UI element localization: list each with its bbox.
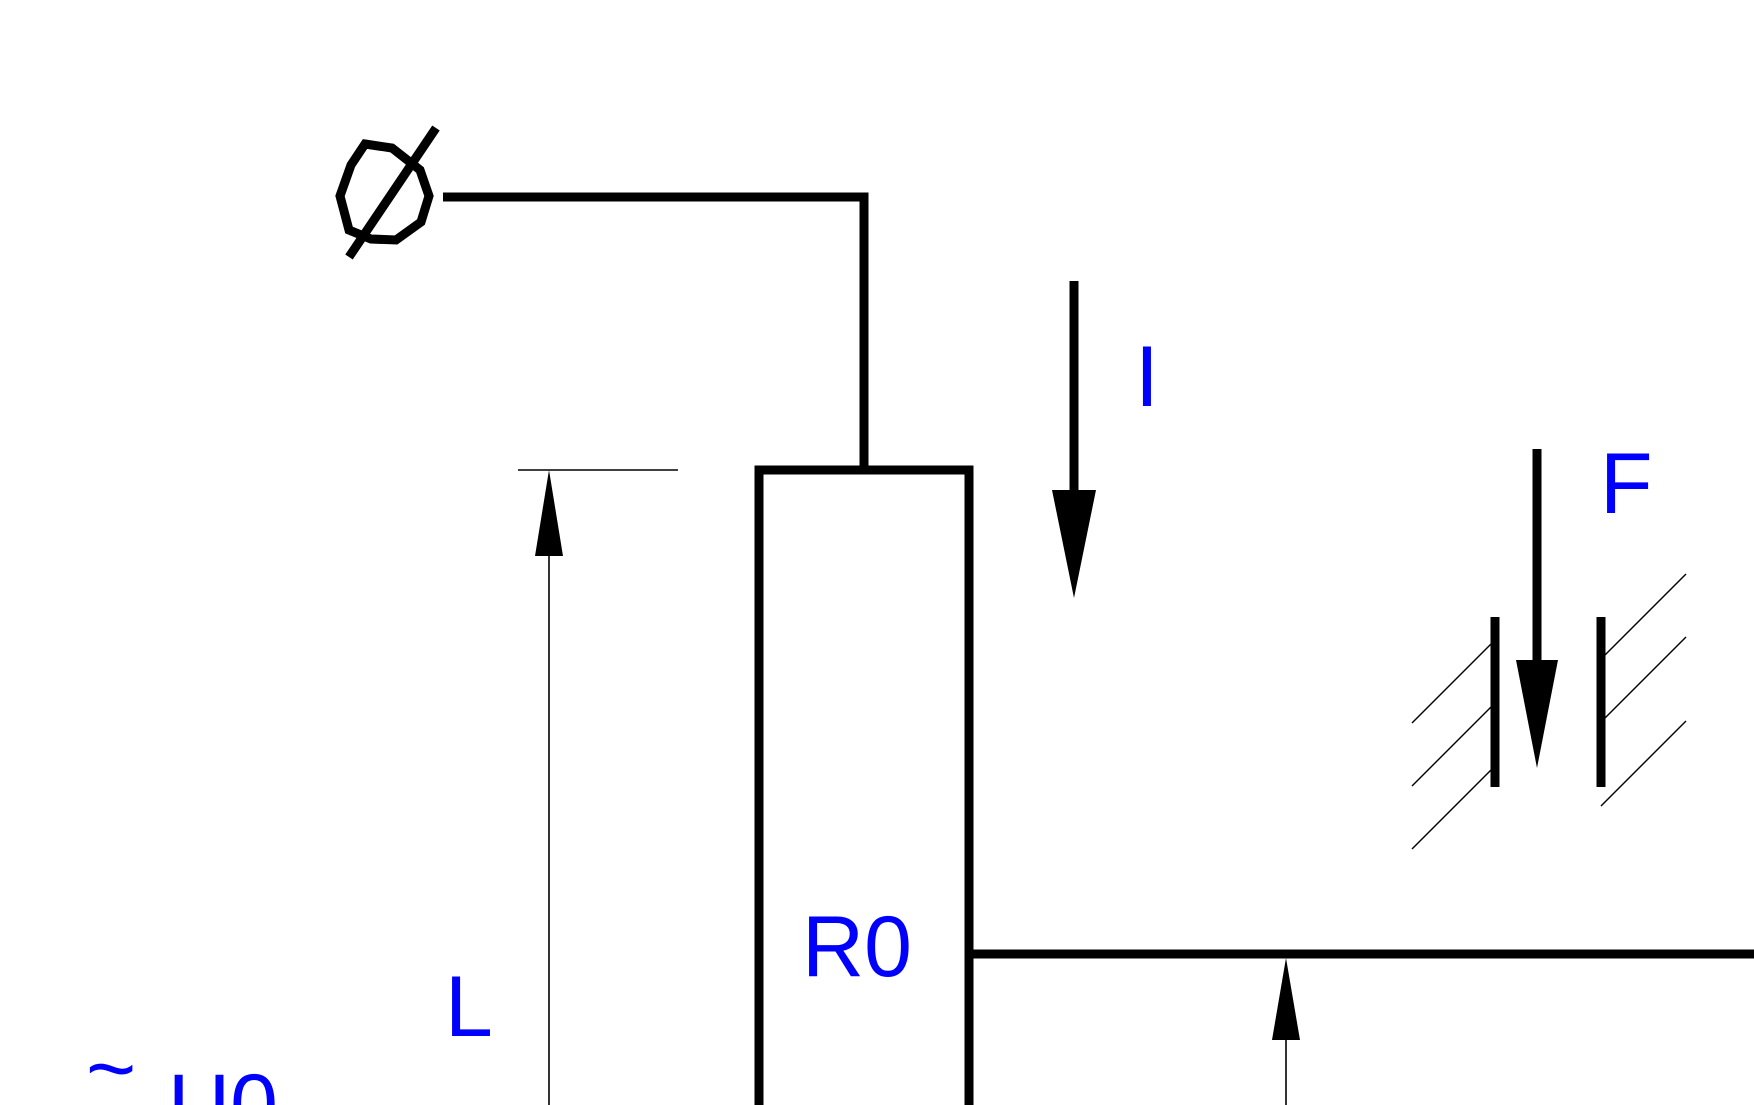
voltage-label: U0 (168, 1057, 278, 1105)
left-clamp (1411, 617, 1500, 850)
right-clamp (1596, 573, 1687, 807)
length-label: L (445, 959, 493, 1055)
current-arrow (1052, 281, 1096, 598)
voltage-tilde-label: ~ (86, 1021, 136, 1105)
terminal-symbol-icon (335, 125, 440, 260)
force-arrow (1516, 449, 1558, 768)
output-dimension-arrow (1272, 958, 1300, 1105)
current-label: I (1135, 329, 1159, 425)
length-dimension (518, 469, 678, 1105)
resistor-body (754, 465, 974, 1105)
force-label: F (1600, 436, 1653, 532)
resistance-label: R0 (802, 899, 912, 995)
lead-wire (443, 192, 869, 467)
